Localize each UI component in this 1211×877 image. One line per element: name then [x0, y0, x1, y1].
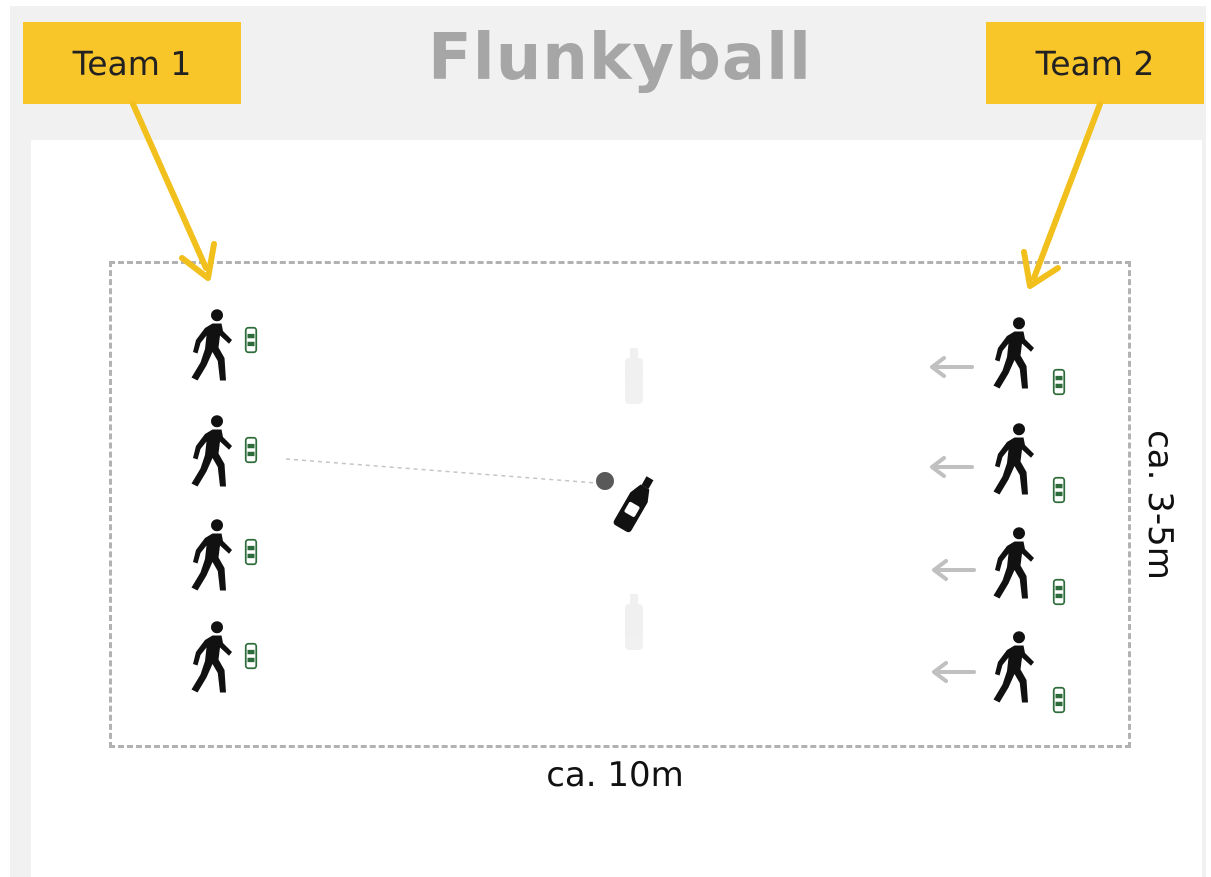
team-2-players: [993, 317, 1066, 714]
run-arrows: [930, 356, 976, 683]
left-arrow-icon: [932, 559, 976, 581]
player-icon: [993, 317, 1034, 389]
faded-bottle-icon: [625, 594, 643, 650]
team-1-label: Team 1: [23, 22, 241, 104]
left-arrow-icon: [930, 456, 974, 478]
can-icon: [1052, 578, 1066, 606]
player-icon: [993, 423, 1034, 495]
left-arrow-icon: [932, 661, 976, 683]
ball-icon: [596, 472, 614, 490]
throw-path: [285, 458, 597, 484]
faded-bottle-icon: [625, 348, 643, 404]
team-1-pointer-arrow: [130, 101, 217, 281]
team-2-label-text: Team 2: [1035, 43, 1155, 83]
field-width-label: ca. 10m: [546, 755, 684, 795]
can-icon: [244, 326, 258, 354]
can-icon: [1052, 686, 1066, 714]
team-2-pointer-arrow: [1021, 101, 1103, 289]
team-2-label: Team 2: [986, 22, 1204, 104]
playing-field: [109, 261, 1131, 748]
can-icon: [244, 538, 258, 566]
player-icon: [191, 309, 232, 381]
player-icon: [191, 621, 232, 693]
left-arrow-icon: [930, 356, 974, 378]
player-icon: [191, 519, 232, 591]
player-icon: [191, 415, 232, 487]
can-icon: [244, 436, 258, 464]
team-1-label-text: Team 1: [72, 43, 192, 83]
player-icon: [993, 527, 1034, 599]
bottle-icon: [613, 476, 654, 533]
player-icon: [993, 631, 1034, 703]
can-icon: [1052, 476, 1066, 504]
can-icon: [244, 642, 258, 670]
can-icon: [1052, 368, 1066, 396]
team-1-players: [191, 309, 258, 693]
diagram-title: Flunkyball: [428, 21, 812, 95]
